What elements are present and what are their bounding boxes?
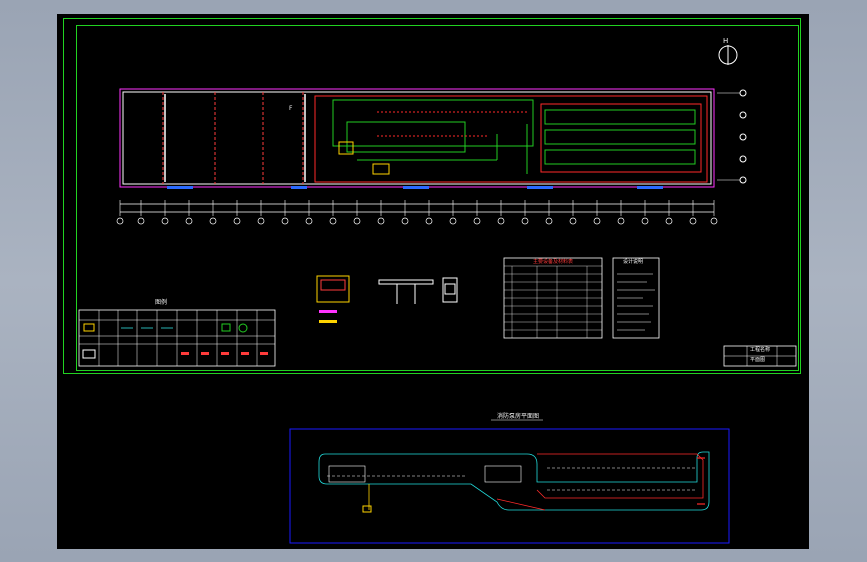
equipment-table-title: 主要设备及材料表 [533,259,574,265]
building-label: F [289,105,293,112]
notes-title: 设计说明 [623,259,644,265]
sub-drawing [289,419,730,544]
dimension-axis-bottom [116,200,718,225]
legend-table [78,309,276,367]
north-compass-icon [718,45,738,65]
compass-letter: H [723,37,729,45]
cad-viewport[interactable]: H F 图例 主要设备及材料表 设计说明 消防泵房平面图 工程名称 平面图 [57,14,809,549]
drawing-frame-inner [76,25,799,371]
notes-box [612,257,660,339]
cad-drawing-canvas [78,45,797,544]
title-block-project: 工程名称 [750,347,771,353]
title-block [723,345,797,367]
legend-title: 图例 [155,299,168,306]
equipment-table [503,257,603,339]
drawing-frame-outer [63,18,801,374]
axis-bubbles-right [717,89,747,184]
section-details [316,275,458,323]
subdrawing-title: 消防泵房平面图 [497,413,540,420]
title-block-drawing: 平面图 [750,357,766,363]
floor-plan [119,88,715,189]
